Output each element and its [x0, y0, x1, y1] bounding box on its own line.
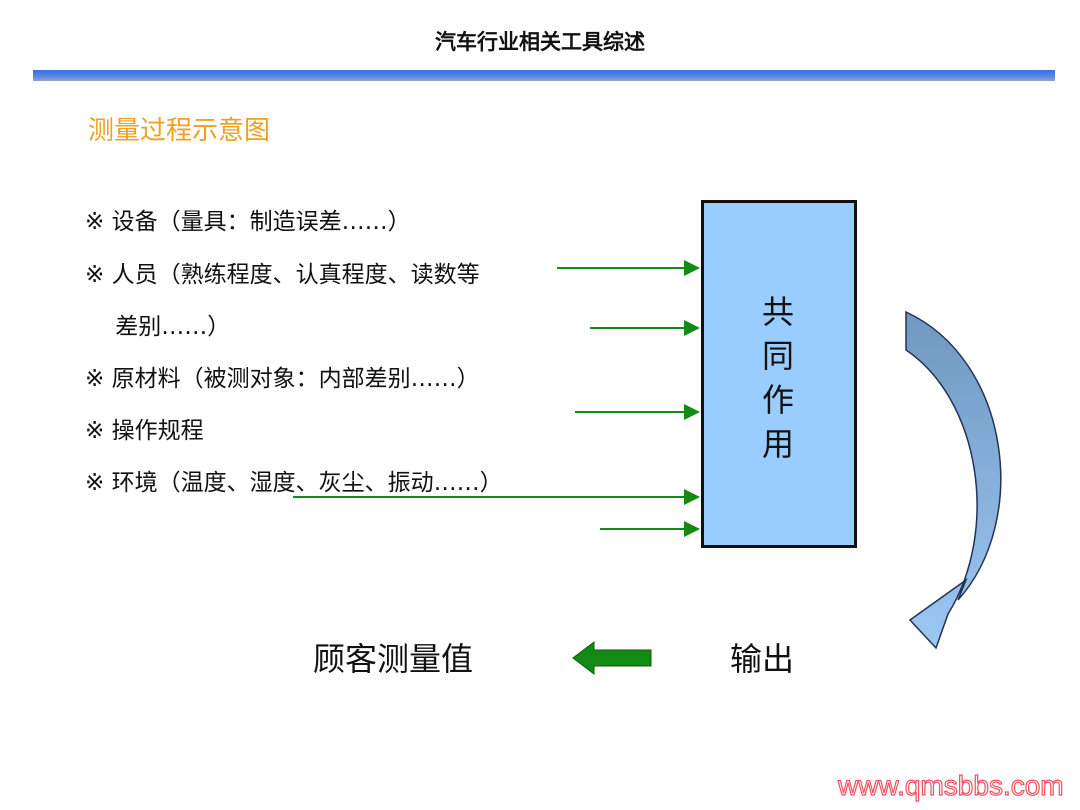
bullet-material: ※ 原材料（被测对象：内部差别……）: [85, 366, 480, 392]
bullet-personnel-cont: 差别……）: [85, 314, 231, 340]
box-char: 用: [761, 425, 794, 463]
section-heading: 测量过程示意图: [88, 116, 271, 146]
slide-title: 汽车行业相关工具综述: [435, 29, 645, 54]
output-label: 输出: [730, 640, 795, 678]
box-char: 共: [761, 293, 794, 331]
customer-measurement-label: 顾客测量值: [313, 640, 474, 678]
box-char: 作: [761, 381, 794, 419]
watermark: www.qmsbbs.com: [837, 769, 1064, 801]
combined-effect-label: 共 同 作 用: [758, 290, 798, 466]
bullet-personnel: ※ 人员（熟练程度、认真程度、读数等: [85, 262, 480, 288]
bullet-environment: ※ 环境（温度、湿度、灰尘、振动……）: [85, 470, 503, 496]
combined-effect-box: [701, 200, 857, 548]
bullet-equipment: ※ 设备（量具：制造误差……）: [85, 209, 411, 235]
left-arrow: [572, 640, 652, 676]
box-char: 同: [761, 337, 794, 375]
header-bar: [33, 70, 1055, 81]
curved-output-arrow: [905, 310, 1002, 650]
bullet-procedure: ※ 操作规程: [85, 418, 204, 444]
